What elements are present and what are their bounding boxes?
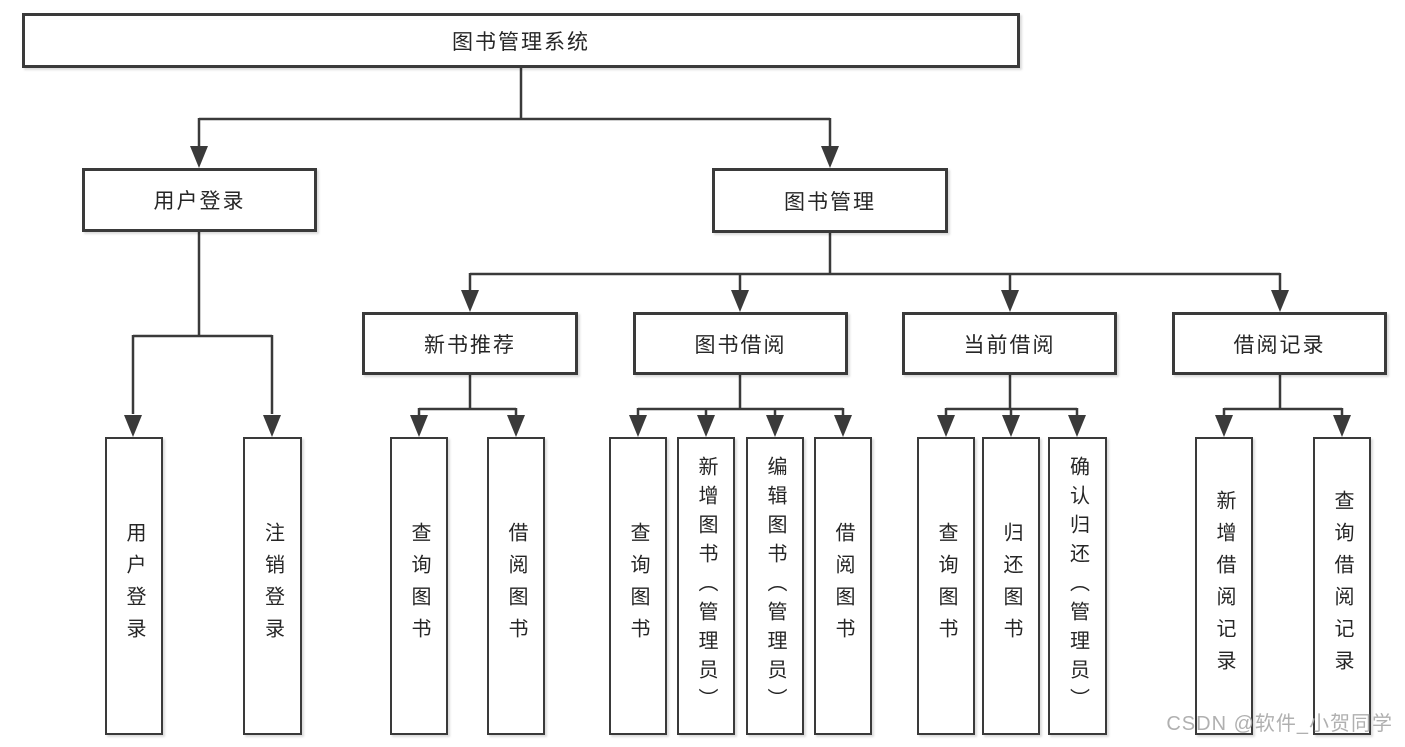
node-new-book-recommend-label: 新书推荐 [424, 333, 516, 357]
node-leaf-query-books-newbooks-label: 查询图书 [408, 522, 430, 650]
node-leaf-borrow-books: 借阅图书 [814, 437, 872, 735]
node-leaf-query-borrow-record: 查询借阅记录 [1313, 437, 1371, 735]
node-leaf-user-login-label: 用户登录 [123, 522, 145, 650]
node-user-login: 用户登录 [82, 168, 317, 232]
node-user-login-label: 用户登录 [153, 190, 246, 213]
node-leaf-add-borrow-record: 新增借阅记录 [1195, 437, 1253, 735]
node-leaf-add-books-admin: 新增图书（管理员） [677, 437, 735, 735]
node-leaf-confirm-return-admin-label: 确认归还（管理员） [1066, 455, 1089, 717]
arrowheads [124, 146, 1351, 437]
node-borrow-records-label: 借阅记录 [1233, 333, 1326, 357]
node-current-borrow: 当前借阅 [902, 312, 1117, 375]
node-leaf-confirm-return-admin: 确认归还（管理员） [1048, 437, 1107, 735]
node-leaf-query-books-borrow-label: 查询图书 [627, 522, 649, 650]
node-book-management: 图书管理 [712, 168, 948, 233]
node-leaf-return-books: 归还图书 [982, 437, 1040, 735]
node-current-borrow-label: 当前借阅 [963, 333, 1056, 357]
node-library-system: 图书管理系统 [22, 13, 1020, 68]
node-leaf-logout: 注销登录 [243, 437, 302, 735]
node-leaf-edit-books-admin-label: 编辑图书（管理员） [764, 455, 786, 717]
node-leaf-logout-label: 注销登录 [261, 522, 284, 650]
node-leaf-return-books-label: 归还图书 [1000, 522, 1022, 650]
node-leaf-borrow-books-label: 借阅图书 [832, 522, 854, 650]
node-book-management-label: 图书管理 [784, 190, 876, 214]
node-new-book-recommend: 新书推荐 [362, 312, 578, 375]
node-leaf-edit-books-admin: 编辑图书（管理员） [746, 437, 804, 735]
node-leaf-query-borrow-record-label: 查询借阅记录 [1331, 490, 1353, 682]
node-leaf-query-books-borrow: 查询图书 [609, 437, 667, 735]
node-leaf-query-books-current: 查询图书 [917, 437, 975, 735]
node-book-borrow: 图书借阅 [633, 312, 848, 375]
csdn-watermark: CSDN @软件_小贺同学 [1166, 713, 1393, 735]
node-leaf-query-books-newbooks: 查询图书 [390, 437, 448, 735]
node-leaf-borrow-books-newbooks-label: 借阅图书 [505, 522, 527, 650]
node-leaf-query-books-current-label: 查询图书 [935, 522, 957, 650]
node-leaf-add-books-admin-label: 新增图书（管理员） [695, 455, 717, 717]
node-book-borrow-label: 图书借阅 [694, 333, 787, 357]
node-leaf-add-borrow-record-label: 新增借阅记录 [1213, 490, 1235, 682]
node-library-system-label: 图书管理系统 [452, 30, 590, 54]
node-leaf-user-login: 用户登录 [105, 437, 163, 735]
node-leaf-borrow-books-newbooks: 借阅图书 [487, 437, 545, 735]
node-borrow-records: 借阅记录 [1172, 312, 1387, 375]
